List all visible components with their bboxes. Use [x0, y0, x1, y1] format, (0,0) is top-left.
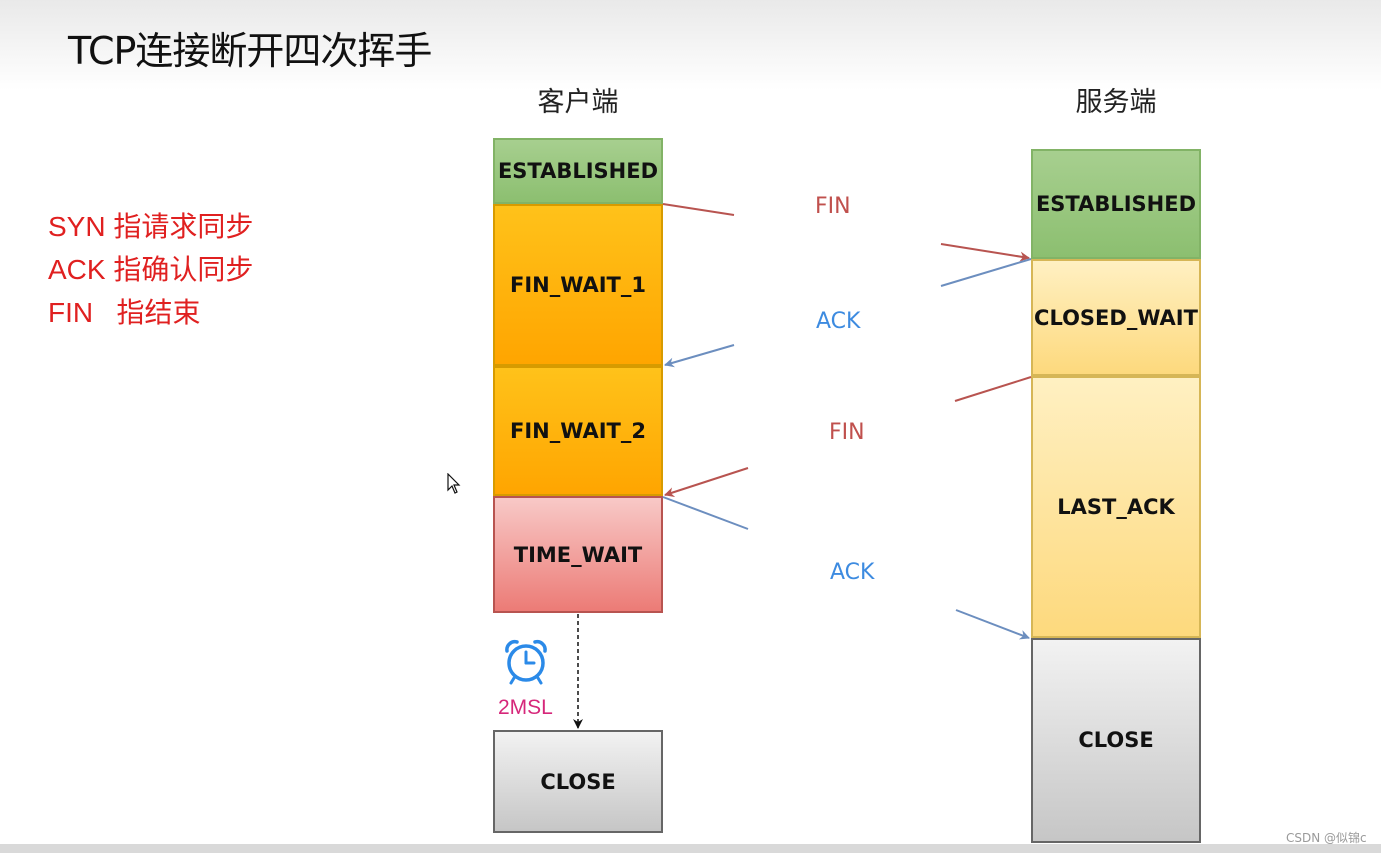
message-fin-1: FIN — [815, 194, 851, 219]
mouse-cursor-icon — [447, 472, 461, 499]
top-background-band — [0, 0, 1381, 90]
arrow-ack-1-end — [664, 344, 735, 368]
server-state-last-ack: LAST_ACK — [1031, 376, 1201, 638]
message-ack-1: ACK — [816, 309, 861, 334]
server-label: 服务端 — [1075, 87, 1157, 118]
client-state-established: ESTABLISHED — [493, 138, 663, 204]
alarm-clock-icon — [503, 637, 549, 689]
client-state-time-wait: TIME_WAIT — [493, 496, 663, 613]
server-state-close: CLOSE — [1031, 638, 1201, 843]
arrow-ack-1-start — [940, 258, 1032, 287]
client-label: 客户端 — [537, 87, 619, 118]
timer-label: 2MSL — [498, 696, 553, 719]
server-state-established: ESTABLISHED — [1031, 149, 1201, 259]
client-state-fin-wait-2: FIN_WAIT_2 — [493, 366, 663, 496]
bottom-background-band — [0, 844, 1381, 853]
client-state-close: CLOSE — [493, 730, 663, 833]
page-title: TCP连接断开四次挥手 — [68, 29, 432, 73]
client-state-fin-wait-1: FIN_WAIT_1 — [493, 204, 663, 366]
message-ack-2: ACK — [830, 560, 875, 585]
arrow-ack-2-end — [955, 609, 1030, 640]
legend-item-fin: FIN 指结束 — [48, 297, 201, 328]
legend: SYN 指请求同步 ACK 指确认同步 FIN 指结束 — [48, 205, 253, 334]
message-fin-2: FIN — [829, 420, 865, 445]
legend-item-ack: ACK 指确认同步 — [48, 254, 254, 285]
watermark: CSDN @似锦c — [1286, 831, 1367, 845]
arrow-fin-2-end — [664, 467, 749, 497]
arrow-fin-1-start — [662, 203, 735, 216]
arrow-fin-1-end — [940, 243, 1030, 262]
arrow-ack-2-start — [662, 496, 749, 530]
legend-item-syn: SYN 指请求同步 — [48, 211, 254, 242]
server-state-closed-wait: CLOSED_WAIT — [1031, 259, 1201, 376]
arrow-fin-2-start — [954, 376, 1032, 402]
